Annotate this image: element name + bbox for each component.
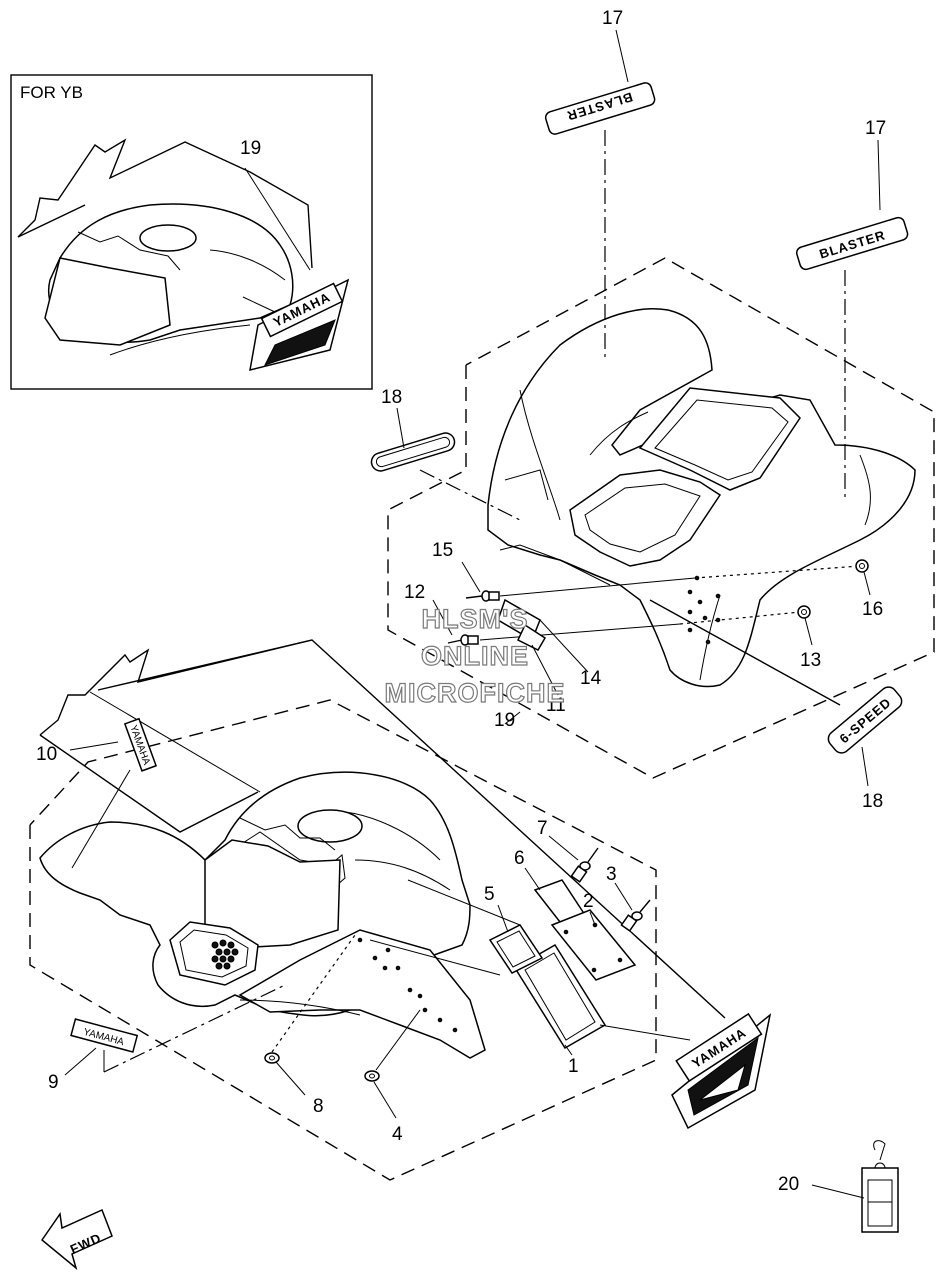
inset-title: FOR YB (20, 83, 83, 102)
callout-14: 14 (580, 668, 602, 689)
grille-mesh (211, 939, 239, 970)
front-fender-boundary (29, 699, 657, 1181)
yamaha-main-decal: YAMAHA (671, 1012, 772, 1130)
watermark-line-1: HLSM'S (422, 604, 529, 634)
callout-1: 1 (568, 1056, 579, 1077)
callout-12: 12 (404, 582, 425, 603)
rivet-12 (447, 634, 479, 646)
plate-5 (488, 924, 544, 974)
watermark-line-2: ONLINE (421, 641, 529, 671)
front-fender-gas-cap (297, 809, 363, 843)
blaster-decal-right: BLASTER (795, 216, 909, 271)
callout-6: 6 (514, 848, 525, 869)
warning-tag-20: 20 (778, 1140, 899, 1233)
fwd-arrow: FWD (40, 1208, 113, 1271)
callout-18-left: 18 (381, 387, 402, 408)
nut-16 (855, 559, 869, 573)
plate-2 (550, 909, 637, 981)
inset-callout-19: 19 (240, 138, 261, 159)
callout-17-top: 17 (602, 8, 623, 29)
callout-18-right: 18 (862, 791, 883, 812)
inset-decal-sheet (17, 138, 313, 269)
rivet-7 (570, 847, 599, 883)
callout-11: 11 (546, 695, 566, 716)
callout-5: 5 (484, 884, 495, 905)
callout-8: 8 (313, 1096, 324, 1117)
rivet-15 (465, 590, 500, 602)
nut-8 (264, 1052, 280, 1064)
callout-17-right: 17 (865, 118, 886, 139)
callout-20: 20 (778, 1174, 799, 1195)
plate-11 (517, 623, 547, 651)
callout-2: 2 (583, 891, 594, 912)
rear-fender-holes (687, 575, 721, 645)
plate-1 (513, 943, 607, 1050)
nut-4 (364, 1070, 380, 1082)
callout-13: 13 (800, 650, 821, 671)
callout-16: 16 (862, 599, 883, 620)
inset-for-yb: FOR YB 19 YAMAHA (10, 74, 373, 390)
watermark: HLSM'S ONLINE MICROFICHE (384, 603, 566, 708)
yamaha-decal-9: YAMAHA (70, 1018, 139, 1053)
callout-9: 9 (48, 1072, 59, 1093)
nut-13 (797, 605, 811, 619)
callout-10: 10 (36, 744, 57, 765)
front-fender-group: 19 YAMAHA (29, 639, 772, 1181)
inset-frame (10, 74, 373, 390)
front-fender-holes (357, 937, 458, 1033)
rear-fender-group: BLASTER 17 BLASTER 17 18 6-SPEED 18 (370, 8, 935, 812)
callout-15: 15 (432, 540, 453, 561)
rivet-3 (620, 899, 651, 932)
six-speed-decal: 6-SPEED (827, 686, 903, 754)
callout-7: 7 (537, 818, 548, 839)
blaster-decal-top: BLASTER (544, 82, 656, 135)
yamaha-decal-10: YAMAHA (123, 717, 158, 772)
callout-3: 3 (606, 864, 617, 885)
front-grille (169, 921, 259, 986)
reflector-strip (370, 432, 456, 472)
callout-19: 19 (494, 710, 515, 731)
watermark-line-3: MICROFICHE (385, 678, 566, 708)
rear-fender-boundary (387, 257, 935, 779)
callout-4: 4 (392, 1124, 403, 1145)
